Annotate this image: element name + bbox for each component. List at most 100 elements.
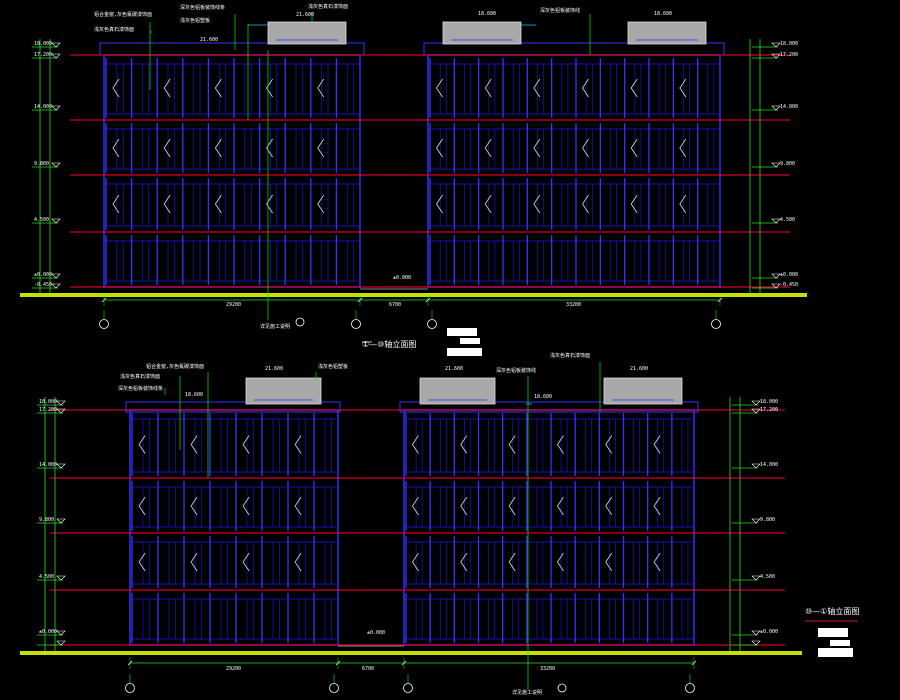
elev-b-block-1-window-opening-symbol <box>242 496 250 516</box>
elev-a-block-1-window-opening-symbol <box>214 138 222 158</box>
elev-a-roof-box-2 <box>442 21 522 45</box>
elev-a-right-scale-level-label: 17.200 <box>780 52 798 58</box>
elev-a-block-2-window-opening-symbol <box>679 138 687 158</box>
elevation-a-roof-label-3: 18.600 <box>478 11 496 17</box>
elev-b-right-scale-level-marker <box>751 630 761 636</box>
elev-b-left-scale-level-marker <box>56 640 66 646</box>
elev-a-block-1-window-opening-symbol <box>266 194 273 214</box>
elevation-b-roof-label-4: 18.600 <box>185 392 203 398</box>
elev-b-block-2-window-opening-symbol <box>460 496 468 516</box>
elevation-a-dim-3: 33200 <box>566 302 581 308</box>
elev-b-block-2-window-opening-symbol <box>460 435 468 454</box>
elev-a-right-scale-level-label: 18.000 <box>780 41 798 47</box>
elev-b-legend-1 <box>818 628 848 637</box>
elevation-a-note-2: 浅灰色真石漆饰面 <box>94 26 134 33</box>
elev-b-right-scale-level-marker <box>751 463 761 469</box>
elev-b-right-scale-level-label: 17.200 <box>760 407 778 413</box>
elev-b-block-2-window-opening-symbol <box>605 552 613 572</box>
elev-a-block-2-window-opening-symbol <box>630 194 638 214</box>
elev-a-left-scale-level-marker <box>51 162 61 168</box>
elev-b-block-1-window-opening-symbol <box>190 435 198 454</box>
elev-b-left-scale-level-marker <box>56 518 66 524</box>
elev-a-block-2-window-opening-symbol <box>436 194 443 214</box>
elev-b-block-2-window-opening-symbol <box>460 552 468 572</box>
elevation-a-note-4: 浅灰色铝塑板 <box>180 17 210 24</box>
elev-a-left-scale-level-marker <box>51 273 61 279</box>
elev-a-right-scale-level-label: 9.800 <box>780 161 795 167</box>
elev-a-block-2-window-opening-symbol <box>436 78 443 98</box>
elev-b-block-2-window-opening-symbol <box>411 552 419 572</box>
elev-a-right-scale-level-marker <box>771 283 781 289</box>
elev-a-block-2-window-opening-symbol <box>679 194 687 214</box>
elev-b-left-scale-level-label: 9.800 <box>39 517 54 523</box>
elev-b-left-scale-level-label: ±0.000 <box>39 629 57 635</box>
elev-a-block-2-window-opening-symbol <box>679 78 687 98</box>
elev-b-right-scale-level-marker <box>751 640 761 646</box>
elevation-a-dim-2: 6700 <box>389 302 401 308</box>
elev-a-block-2-window-opening-symbol <box>533 194 541 214</box>
elev-a-block-1-window-opening-symbol <box>266 78 273 98</box>
elevation-b-note-3: 深灰色铝板装饰线条 <box>118 385 163 392</box>
elev-b-block-1-window-opening-symbol <box>190 552 198 572</box>
elevation-b-mid-label: ±0.000 <box>367 630 385 636</box>
elevation-b-dim-3: 33200 <box>540 666 555 672</box>
elevation-a-dim-1: 29200 <box>226 302 241 308</box>
elev-a-block-2-window-opening-symbol <box>484 194 492 214</box>
elev-a-block-1-window-opening-symbol <box>112 78 120 98</box>
elevation-geometry <box>20 12 858 693</box>
elev-a-section-mark <box>295 317 305 327</box>
elev-b-right-scale-level-marker <box>751 400 761 406</box>
elev-a-block-2-window-opening-symbol <box>436 138 443 158</box>
elev-b-left-scale-level-marker <box>56 463 66 469</box>
elevation-a-roof-label-2: 21.600 <box>296 12 314 18</box>
elev-b-block-1-window-opening-symbol <box>294 496 302 516</box>
elev-b-block-2-window-opening-symbol <box>653 435 661 454</box>
elev-a-left-scale-level-label: ±0.000 <box>34 272 52 278</box>
elev-a-block-2-window-opening-symbol <box>630 138 638 158</box>
elev-b-right-scale-level-label: ±0.000 <box>760 629 778 635</box>
elev-a-right-scale-level-marker <box>771 218 781 224</box>
elev-a-block-1-window-opening-symbol <box>112 138 120 158</box>
elev-a-ground-line <box>20 293 807 297</box>
elev-b-right-scale-level-marker <box>751 575 761 581</box>
elevation-a-note-5: 浅灰色真石漆饰面 <box>308 3 348 10</box>
elev-b-block-2-window-opening-symbol <box>556 496 564 516</box>
elev-b-block-1-window-opening-symbol <box>294 435 302 454</box>
elev-b-right-scale-level-label: 9.800 <box>760 517 775 523</box>
elev-a-block-1-window-opening-symbol <box>163 194 171 214</box>
elev-a-right-scale-level-marker <box>771 162 781 168</box>
elev-b-left-scale-level-marker <box>56 630 66 636</box>
elev-a-legend-3 <box>447 348 482 356</box>
elevation-b-roof-label-3: 21.600 <box>630 366 648 372</box>
elev-b-block-1-window-opening-symbol <box>294 552 302 572</box>
elev-a-left-scale-level-label: 14.000 <box>34 104 52 110</box>
elev-b-block-1-window-opening-symbol <box>138 552 146 572</box>
elev-b-block-2-window-opening-symbol <box>508 496 516 516</box>
elev-a-roof-box-1 <box>267 21 347 45</box>
elev-a-roof-box-3 <box>627 21 707 45</box>
elevation-b-bottom-note: 详见施工说明 <box>512 689 542 696</box>
elev-b-block-2-window-opening-symbol <box>556 552 564 572</box>
elev-a-left-scale-level-marker <box>51 53 61 59</box>
elev-a-block-2-window-opening-symbol <box>582 78 589 98</box>
elev-b-legend-3 <box>818 648 853 657</box>
elev-b-right-scale-level-label: 14.000 <box>760 462 778 468</box>
elev-a-left-scale-level-marker <box>51 283 61 289</box>
elev-b-section-mark <box>557 683 567 693</box>
elev-a-block-1-window-opening-symbol <box>163 78 171 98</box>
elev-b-block-2-window-opening-symbol <box>508 552 516 572</box>
elev-b-block-1-window-opening-symbol <box>138 435 146 454</box>
elev-a-legend-2 <box>460 338 480 344</box>
elev-a-block-1-window-opening-symbol <box>112 194 120 214</box>
elev-b-right-scale-level-marker <box>751 408 761 414</box>
elevation-a-title: ①—⑩轴立面图 <box>362 339 416 349</box>
elevation-b-note-1: 铝合金窗,灰色氟碳漆饰面 <box>146 363 204 370</box>
elev-a-block-2-window-opening-symbol <box>484 138 492 158</box>
elev-a-left-scale-level-label: 17.200 <box>34 52 52 58</box>
elev-b-block-2-window-opening-symbol <box>653 496 661 516</box>
elev-b-block-2-window-opening-symbol <box>653 552 661 572</box>
elev-b-left-scale-level-label: 18.000 <box>39 399 57 405</box>
elev-a-block-2-window-opening-symbol <box>533 78 541 98</box>
elevation-b-roof-label-2: 21.600 <box>445 366 463 372</box>
